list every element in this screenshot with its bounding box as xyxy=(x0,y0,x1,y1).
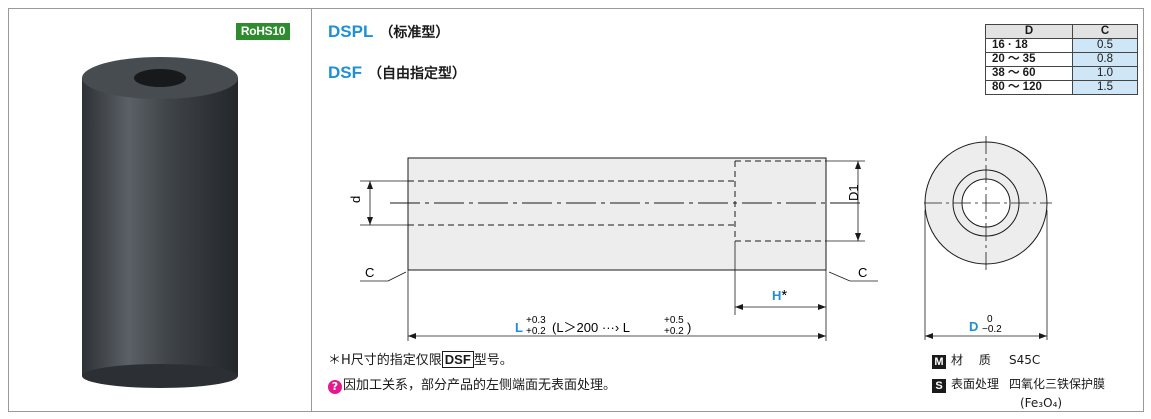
dim-label-l: L xyxy=(515,320,523,335)
title-dspl: DSPL （标准型） xyxy=(328,22,449,42)
spec-frame xyxy=(8,8,1144,412)
table-cell-c: 0.5 xyxy=(1072,38,1138,53)
dim-label-d1: D1 xyxy=(846,184,861,201)
material-value: S45C xyxy=(1009,353,1041,367)
table-cell-d: 38 ～ 60 xyxy=(985,66,1073,81)
l-note-close: ) xyxy=(687,320,691,335)
l-note-tol-upper: +0.5 xyxy=(664,315,684,326)
chamfer-label-right: C xyxy=(858,265,867,280)
part-body xyxy=(407,157,827,271)
rohs-badge: RoHS10 xyxy=(236,23,290,40)
table-row: 80 ～ 120 1.5 xyxy=(985,80,1138,95)
note1-prefix: ＊H尺寸的指定仅限 xyxy=(328,353,442,368)
title-dsf: DSF （自由指定型） xyxy=(328,63,466,83)
side-view-drawing: d D1 C C H* L +0.3 +0.2 (L＞200 ···› L +0… xyxy=(348,157,878,341)
l-note: (L＞200 ···› L xyxy=(552,320,630,335)
dim-label-d-outer: D xyxy=(969,319,978,334)
dsf-code-box: DSF xyxy=(441,351,474,368)
surface-row: S 表面处理四氧化三铁保护膜 xyxy=(932,375,1105,393)
l-note-tol-lower: +0.2 xyxy=(664,326,684,337)
table-row: 38 ～ 60 1.0 xyxy=(985,66,1138,81)
table-cell-c: 1.0 xyxy=(1072,66,1138,81)
chamfer-label-left: C xyxy=(365,265,374,280)
surface-value: 四氧化三铁保护膜 xyxy=(1009,377,1106,391)
product-desc-dspl: （标准型） xyxy=(379,25,450,41)
material-badge-icon: M xyxy=(932,355,946,369)
warning-icon: ? xyxy=(328,380,342,394)
surface-badge-icon: S xyxy=(932,379,946,393)
d-tol-upper: 0 xyxy=(987,314,993,325)
end-view-drawing: D 0 −0.2 xyxy=(924,136,1052,340)
l-tol-upper: +0.3 xyxy=(526,315,546,326)
material-label: 材 质 xyxy=(951,353,991,367)
l-tol-lower: +0.2 xyxy=(526,326,546,337)
table-header: D xyxy=(985,24,1073,39)
table-cell-d: 80 ～ 120 xyxy=(985,80,1073,95)
note1-suffix: 型号。 xyxy=(473,353,513,368)
product-code-dsf: DSF xyxy=(328,63,362,82)
table-cell-c: 0.8 xyxy=(1072,52,1138,67)
table-row: 20 ～ 35 0.8 xyxy=(985,52,1138,67)
note-surface-treatment: ?因加工关系，部分产品的左侧端面无表面处理。 xyxy=(328,374,616,394)
dim-label-d: d xyxy=(348,196,363,203)
panel-divider xyxy=(311,8,312,412)
dim-label-h-star: * xyxy=(781,287,787,304)
table-cell-d: 16 · 18 xyxy=(985,38,1073,53)
table-header: C xyxy=(1072,24,1138,39)
dim-label-h: H* xyxy=(772,287,787,304)
table-header-row: D C xyxy=(985,24,1138,39)
table-cell-c: 1.5 xyxy=(1072,80,1138,95)
dim-label-l-letter: L xyxy=(515,320,523,335)
product-desc-dsf: （自由指定型） xyxy=(368,66,466,82)
surface-formula: (Fe₃O₄) xyxy=(1020,396,1063,410)
dimension-table: D C 16 · 18 0.5 20 ～ 35 0.8 38 ～ 60 1.0 … xyxy=(985,24,1138,95)
note2-text: 因加工关系，部分产品的左侧端面无表面处理。 xyxy=(343,378,617,393)
product-code-dspl: DSPL xyxy=(328,22,374,41)
table-row: 16 · 18 0.5 xyxy=(985,38,1138,53)
surface-label: 表面处理 xyxy=(951,377,1000,391)
product-photo xyxy=(82,57,238,388)
d-tol-lower: −0.2 xyxy=(982,324,1002,335)
dim-label-h-letter: H xyxy=(772,288,781,303)
table-cell-d: 20 ～ 35 xyxy=(985,52,1073,67)
material-row: M 材 质 S45C xyxy=(932,351,1040,369)
